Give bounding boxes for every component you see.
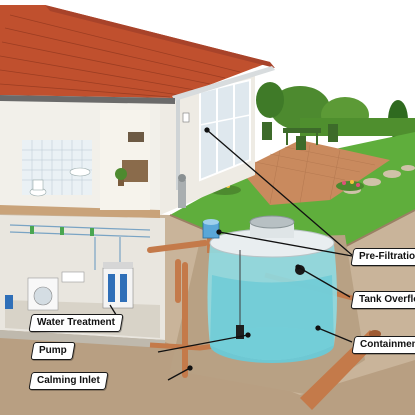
tank-overflow-callout: Tank Overflow (350, 291, 415, 309)
roof (0, 5, 270, 98)
water-treatment-callout: Water Treatment (28, 314, 124, 332)
pump-callout: Pump (30, 342, 76, 360)
patio-doors (199, 78, 251, 182)
garden-furniture (262, 122, 338, 150)
garden-tap (178, 174, 186, 208)
pipe-valves (30, 226, 94, 236)
containment-callout: Containment (351, 336, 415, 354)
plant (115, 168, 127, 186)
water-tank (207, 215, 337, 363)
patio (240, 140, 390, 205)
bathroom-tiles (22, 140, 92, 195)
toilet (29, 179, 47, 197)
pre-filtration-callout: Pre-Filtration (350, 248, 415, 266)
downpipe (176, 95, 180, 190)
background-trees (256, 82, 415, 140)
roof-tiles (0, 14, 241, 98)
utility-sink (61, 271, 85, 283)
washing-machine (27, 277, 59, 311)
calming-inlet-label: Calming Inlet (37, 375, 100, 386)
pre-filter (202, 219, 220, 239)
bathroom-sink (69, 167, 91, 177)
basement-pump (5, 295, 13, 309)
water-treatment-unit (102, 262, 134, 309)
pre-filtration-label: Pre-Filtration (359, 251, 415, 262)
calming-inlet-callout: Calming Inlet (28, 372, 109, 390)
containment-label: Containment (360, 339, 415, 350)
gutter (172, 66, 275, 101)
pump-label: Pump (39, 345, 67, 356)
tank-overflow-label: Tank Overflow (359, 294, 415, 305)
callout-leaders (109, 127, 353, 381)
water-treatment-label: Water Treatment (37, 317, 115, 328)
wall-lamp (182, 112, 190, 123)
